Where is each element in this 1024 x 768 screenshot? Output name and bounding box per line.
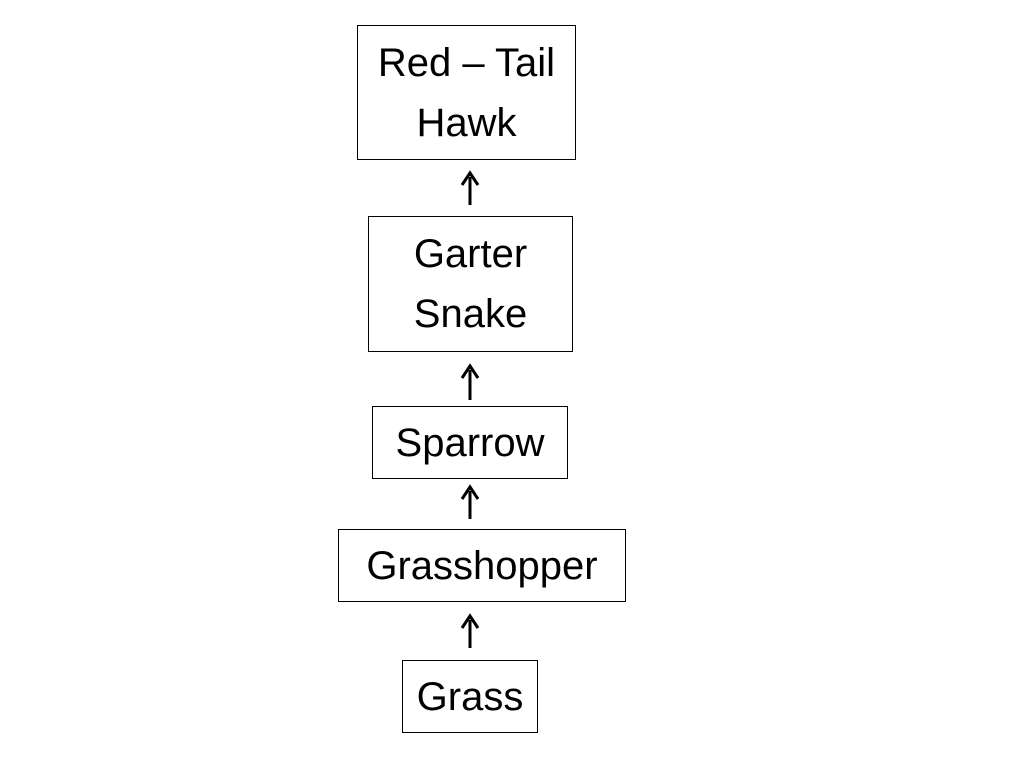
node-red-tail-hawk: Red – Tail Hawk bbox=[357, 25, 576, 160]
node-grasshopper: Grasshopper bbox=[338, 529, 626, 602]
arrow-sparrow-to-garter-snake bbox=[460, 363, 480, 400]
node-garter-snake: Garter Snake bbox=[368, 216, 573, 352]
node-label-grass: Grass bbox=[416, 674, 524, 719]
node-label-sparrow: Sparrow bbox=[395, 420, 545, 465]
node-label-garter-snake: Garter Snake bbox=[413, 232, 528, 336]
arrow-garter-snake-to-red-tail-hawk bbox=[460, 170, 480, 205]
arrow-grass-to-grasshopper bbox=[460, 613, 480, 648]
node-label-red-tail-hawk: Red – Tail Hawk bbox=[377, 40, 556, 145]
arrow-grasshopper-to-sparrow bbox=[460, 484, 480, 519]
node-sparrow: Sparrow bbox=[372, 406, 568, 479]
node-grass: Grass bbox=[402, 660, 538, 733]
node-label-grasshopper: Grasshopper bbox=[366, 543, 598, 588]
